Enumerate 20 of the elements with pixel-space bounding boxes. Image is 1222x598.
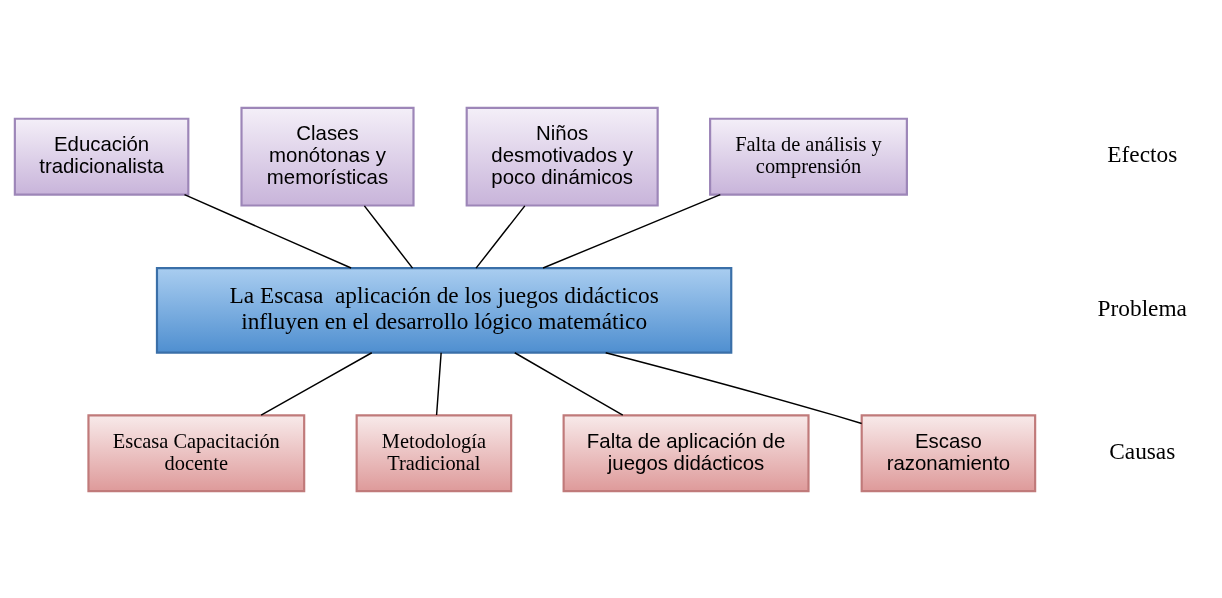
node-box: Escasa Capacitación docente	[87, 413, 306, 492]
node-box: Clases monótonas y memorísticas	[240, 106, 415, 207]
connector	[475, 204, 526, 269]
node-box: Educación tradicionalista	[13, 117, 190, 196]
node-box: Escaso razonamiento	[860, 413, 1037, 492]
node-box: La Escasa aplicación de los juegos didácticos influyen en el desarrollo lógico matemático	[155, 266, 733, 354]
node-box: Niños desmotivados y poco dinámicos	[465, 106, 659, 207]
connector	[514, 351, 624, 416]
node-box: Falta de aplicación de juegos didácticos	[562, 413, 810, 492]
label: Efectos	[1107, 140, 1178, 167]
connector	[604, 351, 863, 424]
node-box: Metodología Tradicional	[355, 413, 513, 492]
label: Causas	[1109, 437, 1176, 464]
connector	[435, 351, 442, 416]
connector	[542, 193, 721, 269]
label: Problema	[1097, 294, 1187, 321]
connector	[260, 351, 373, 416]
connector	[363, 204, 414, 269]
connector	[183, 193, 352, 269]
node-box: Falta de análisis y comprensión	[709, 117, 908, 196]
